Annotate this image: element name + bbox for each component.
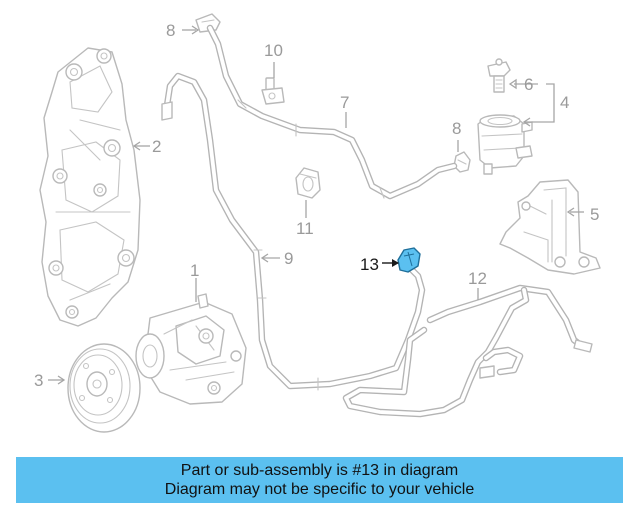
callout-7[interactable]: 7 — [340, 93, 349, 112]
part-7-line[interactable] — [206, 24, 458, 200]
callout-8-top[interactable]: 8 — [166, 21, 175, 40]
callout-13[interactable]: 13 — [360, 255, 379, 274]
callout-12[interactable]: 12 — [468, 269, 487, 288]
leader-lines — [48, 25, 584, 385]
callout-3[interactable]: 3 — [34, 371, 43, 390]
part-5-bracket[interactable] — [499, 179, 601, 275]
part-11-connector[interactable] — [295, 167, 321, 199]
callout-9[interactable]: 9 — [284, 249, 293, 268]
part-9-line[interactable] — [161, 72, 426, 391]
callout-11[interactable]: 11 — [296, 219, 314, 238]
callout-10[interactable]: 10 — [264, 41, 283, 60]
callout-6[interactable]: 6 — [524, 75, 533, 94]
callout-5[interactable]: 5 — [590, 205, 599, 224]
callout-2[interactable]: 2 — [152, 137, 161, 156]
part-1-pump[interactable] — [135, 293, 247, 405]
callout-8-right[interactable]: 8 — [452, 119, 461, 138]
part-13-clamp-highlighted[interactable] — [397, 247, 421, 273]
part-8-clamp-top[interactable] — [195, 13, 221, 33]
part-10-connector[interactable] — [261, 77, 285, 105]
part-4-reservoir[interactable] — [477, 114, 533, 175]
callout-1[interactable]: 1 — [190, 261, 199, 280]
callout-4[interactable]: 4 — [560, 93, 569, 112]
part-12-line[interactable] — [342, 284, 593, 418]
info-banner: Part or sub-assembly is #13 in diagram D… — [16, 457, 623, 503]
banner-line-1: Part or sub-assembly is #13 in diagram — [180, 462, 459, 479]
part-8-clamp-right[interactable] — [453, 151, 471, 173]
part-6-cap[interactable] — [487, 58, 511, 93]
part-2-bracket[interactable] — [39, 47, 141, 327]
banner-line-2: Diagram may not be specific to your vehi… — [164, 481, 475, 498]
part-3-pulley[interactable] — [67, 343, 141, 433]
leader-13-arrow — [382, 259, 399, 267]
